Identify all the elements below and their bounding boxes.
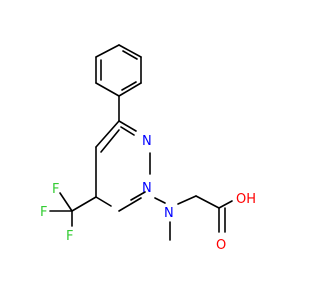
bond — [154, 197, 166, 204]
bond — [118, 120, 137, 132]
bond — [118, 197, 142, 212]
atom-label-f-upper: F — [52, 182, 59, 197]
bond — [130, 191, 146, 201]
bond — [95, 44, 120, 58]
bond — [195, 195, 220, 209]
bond — [122, 50, 138, 60]
pyrimidine-ring — [95, 120, 151, 212]
bond — [100, 129, 120, 153]
atom-label-carbonyl-o: O — [216, 238, 226, 253]
bond — [95, 120, 120, 148]
bond — [121, 81, 137, 91]
atom-label-n-amine: N — [164, 206, 174, 221]
bond — [59, 192, 73, 212]
bond — [120, 126, 135, 136]
atom-label-f-lower: F — [66, 229, 73, 244]
bond — [95, 196, 112, 207]
bond — [95, 82, 120, 97]
bond — [71, 196, 97, 212]
methylamino-acetic-acid-chain — [154, 195, 233, 241]
atom-label-f-left: F — [40, 205, 47, 220]
atom-label-n-ring-upper: N — [142, 134, 152, 149]
trifluoromethyl-group — [49, 192, 97, 227]
bond — [118, 44, 142, 58]
bond — [118, 82, 142, 97]
bond — [177, 195, 197, 205]
atom-label-hydroxyl: OH — [236, 192, 256, 207]
structure-diagram: N N N F F F OH O — [40, 44, 256, 253]
bond — [218, 200, 233, 209]
phenyl-ring — [95, 44, 142, 97]
atom-label-n-ring-lower: N — [142, 181, 152, 196]
